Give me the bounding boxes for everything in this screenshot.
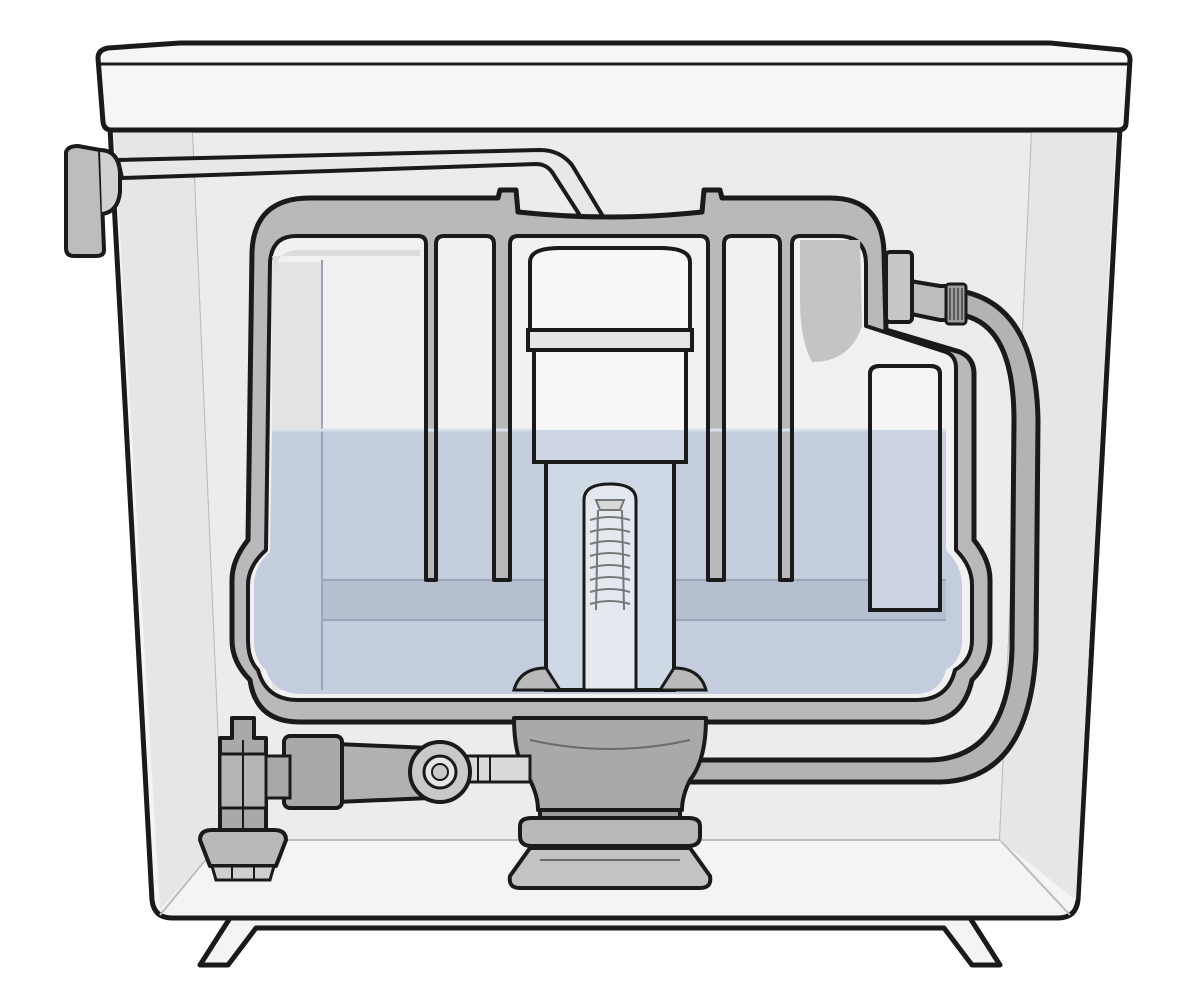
tank-lid [95, 40, 1133, 133]
vessel-ribs [424, 244, 794, 582]
fill-valve-icon [198, 716, 532, 882]
tank-base [197, 915, 1003, 968]
regulator-cylinder [868, 364, 942, 612]
spring-icon [589, 499, 631, 611]
air-inducer-icon [512, 246, 708, 692]
flush-valve-icon [507, 716, 713, 890]
